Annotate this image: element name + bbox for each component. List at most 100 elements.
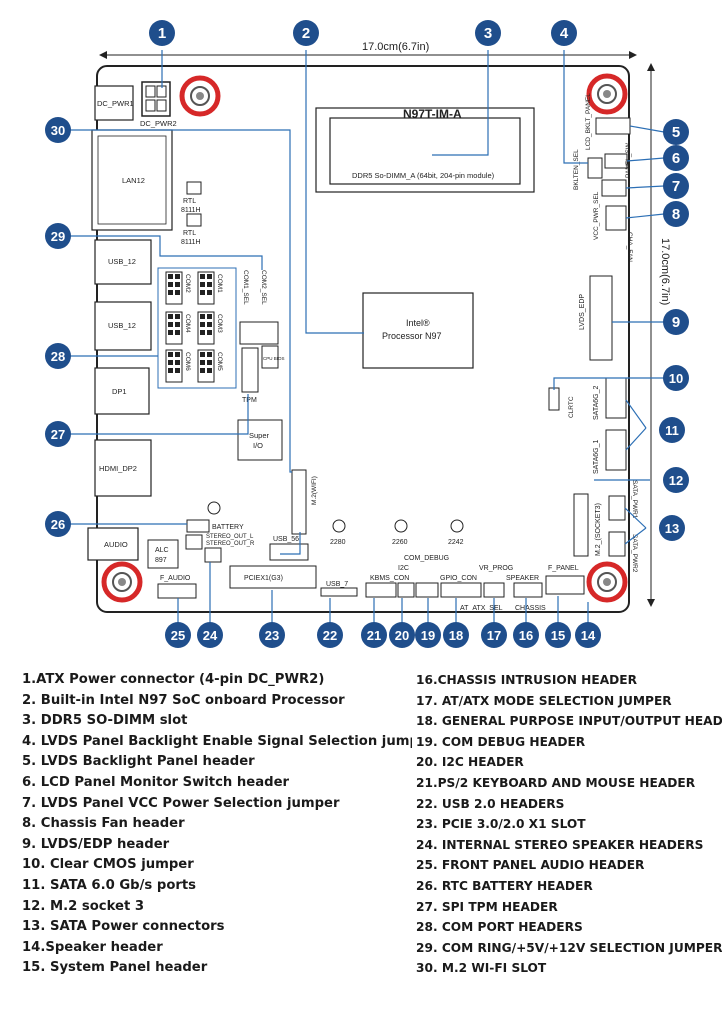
m2-socket3-slot — [573, 493, 589, 557]
at-atx-jumper — [483, 582, 505, 598]
stereo-l-label: STEREO_OUT_L — [206, 534, 254, 540]
kbms-label: KBMS_CON — [370, 575, 409, 582]
legend-item: 8. Chassis Fan header — [22, 816, 185, 832]
callout-8: 8 — [663, 201, 689, 227]
cha-fan-label: CHA_FAN — [626, 232, 633, 262]
m2-wifi-label: M.2(WIFI) — [311, 476, 318, 505]
pcie-x1-slot — [229, 565, 317, 589]
svg-text:24: 24 — [203, 628, 218, 643]
at-atx-label: AT_ATX_SEL — [460, 605, 503, 612]
legend-item: 28. COM PORT HEADERS — [416, 920, 583, 935]
legend-item: 7. LVDS Panel VCC Power Selection jumper — [22, 795, 340, 811]
legend-item: 17. AT/ATX MODE SELECTION JUMPER — [416, 693, 672, 708]
legend-item: 29. COM RING/+5V/+12V SELECTION JUMPERS — [416, 940, 722, 955]
com2-sel-label: COM2_SEL — [260, 270, 267, 305]
audio-label: AUDIO — [104, 540, 128, 549]
svg-text:2: 2 — [302, 25, 310, 42]
sata6g2-port — [605, 377, 627, 419]
vr-prog-label: VR_PROG — [479, 565, 513, 572]
com3-label: COM3 — [216, 314, 223, 333]
com-header — [165, 349, 183, 383]
callout-20: 20 — [389, 622, 415, 648]
com-header — [165, 311, 183, 345]
battery-header — [186, 519, 210, 533]
chassis-header — [513, 582, 543, 598]
callout-15: 15 — [545, 622, 571, 648]
callout-2: 2 — [293, 20, 319, 46]
gpio-label: GPIO_CON — [440, 575, 477, 582]
svg-text:3: 3 — [484, 25, 492, 42]
legend-item: 3. DDR5 SO-DIMM slot — [22, 713, 188, 729]
stereo-header-r — [204, 547, 222, 563]
legend-item: 2. Built-in Intel N97 SoC onboard Proces… — [22, 692, 345, 708]
stereo-r-label: STEREO_OUT_R — [206, 541, 255, 547]
svg-text:29: 29 — [51, 229, 65, 244]
com-sel-jumper-block — [239, 321, 279, 345]
callout-16: 16 — [513, 622, 539, 648]
sata6g1-port — [605, 429, 627, 471]
mount-hole — [179, 75, 221, 117]
legend-item: 13. SATA Power connectors — [22, 919, 225, 935]
panel-sw-label: PANEL_SW — [625, 142, 632, 178]
svg-text:15: 15 — [551, 628, 565, 643]
svg-text:16: 16 — [519, 628, 533, 643]
legend-item: 18. GENERAL PURPOSE INPUT/OUTPUT HEADER — [416, 714, 722, 729]
legend-item: 20. I2C HEADER — [416, 755, 524, 770]
legend-item: 9. LVDS/EDP header — [22, 836, 170, 852]
dp1-port — [94, 367, 150, 415]
legend-item: 26. RTC BATTERY HEADER — [416, 878, 593, 893]
lcd-bklt-label: LCD_BKLT_PANEL — [585, 93, 592, 150]
svg-text:20: 20 — [395, 628, 409, 643]
sata6g2-label: SATA6G_2 — [593, 386, 600, 420]
com-header — [165, 271, 183, 305]
callout-5: 5 — [663, 119, 689, 145]
svg-text:7: 7 — [672, 178, 680, 195]
super-io-label: I/O — [253, 441, 263, 450]
usb12b-port — [94, 301, 152, 351]
cha-fan-header — [605, 205, 627, 231]
callout-9: 9 — [663, 309, 689, 335]
sata-pwr1-label: SATA_PWR1 — [631, 480, 638, 519]
com-header — [197, 311, 215, 345]
usb12-port — [94, 239, 152, 285]
legend-right-column: 16.CHASSIS INTRUSION HEADER 17. AT/ATX MO… — [416, 670, 722, 979]
m2-2242-label: 2242 — [448, 539, 464, 546]
com-header — [197, 349, 215, 383]
svg-text:11: 11 — [665, 423, 679, 438]
com5-label: COM5 — [216, 352, 223, 371]
f-audio-header — [157, 583, 197, 599]
callout-26: 26 — [45, 511, 71, 537]
legend-item: 14.Speaker header — [22, 939, 163, 955]
legend-item: 16.CHASSIS INTRUSION HEADER — [416, 673, 637, 687]
height-label: 17.0cm(6.7in) — [659, 238, 671, 305]
i2c-header — [397, 582, 415, 598]
svg-text:19: 19 — [421, 628, 435, 643]
cpu-brand: Intel® — [406, 318, 430, 328]
svg-text:4: 4 — [560, 25, 569, 42]
rtl-chip-label: RTL — [183, 230, 196, 237]
svg-text:27: 27 — [51, 427, 65, 442]
legend-item: 24. INTERNAL STEREO SPEAKER HEADERS — [416, 837, 704, 852]
svg-text:9: 9 — [672, 314, 680, 331]
com-header-group — [157, 267, 237, 389]
legend-item: 1.ATX Power connector (4-pin DC_PWR2) — [22, 672, 325, 687]
callout-11: 11 — [659, 417, 685, 443]
stereo-header-l — [185, 534, 203, 550]
super-io-chip — [237, 419, 283, 461]
f-audio-label: F_AUDIO — [160, 575, 191, 582]
m2-2260-label: 2260 — [392, 539, 408, 546]
lcd-bklt-header — [595, 117, 631, 135]
rtl-chip-label: RTL — [183, 198, 196, 205]
alc-label: ALC — [155, 547, 169, 554]
callout-23: 23 — [259, 622, 285, 648]
callout-7: 7 — [663, 173, 689, 199]
tpm-label: TPM — [242, 397, 257, 404]
lvds-edp-header — [589, 275, 613, 361]
usb7-header — [320, 587, 358, 597]
board-model: N97T-IM-A — [403, 107, 462, 121]
m2-standoff — [394, 519, 408, 533]
com-debug-header — [415, 582, 439, 598]
sata-pwr2-label: SATA_PWR2 — [631, 534, 638, 573]
callout-4: 4 — [551, 20, 577, 46]
